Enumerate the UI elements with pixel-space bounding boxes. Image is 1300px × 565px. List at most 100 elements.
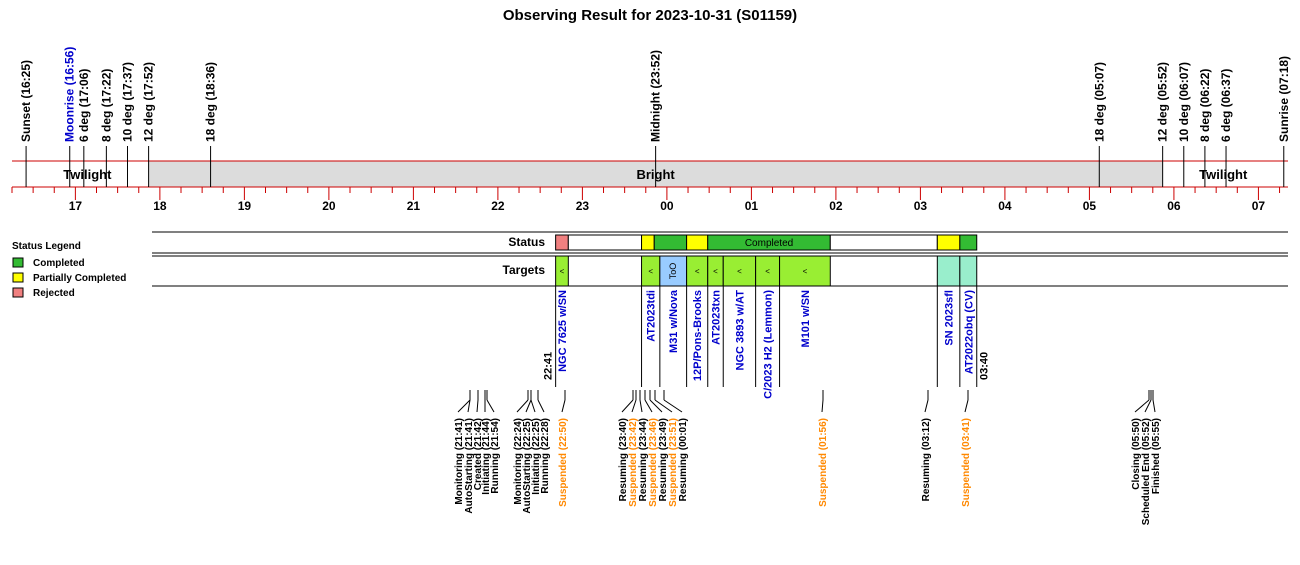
log-event-label-1: AutoStarting (21:41): [464, 418, 475, 514]
sky-event-label-5: 12 deg (17:52): [142, 62, 156, 142]
target-name-8: SN 2023sfl: [944, 290, 956, 346]
status-segment-label-5: Completed: [745, 238, 793, 249]
target-name-7: M101 w/SN: [800, 290, 812, 348]
status-row-label: Status: [508, 235, 545, 249]
axis-tick-label: 00: [660, 199, 674, 213]
axis-tick-label: 05: [1083, 199, 1097, 213]
axis-tick-label: 04: [998, 199, 1012, 213]
log-event-connector-20: [1134, 399, 1150, 413]
log-event-label-11: Suspended (23:42): [628, 418, 639, 507]
targets-row-label: Targets: [503, 263, 546, 277]
sky-event-label-12: 6 deg (06:37): [1219, 69, 1233, 142]
axis-tick-label: 07: [1252, 199, 1266, 213]
log-event-label-15: Suspended (23:51): [668, 418, 679, 507]
target-name-2: M31 w/Nova: [668, 289, 680, 353]
target-marker-2: ToO: [668, 263, 678, 280]
sky-event-label-10: 10 deg (06:07): [1177, 62, 1191, 142]
axis-tick-label: 19: [238, 199, 252, 213]
log-event-label-7: Initiating (22:25): [531, 418, 542, 495]
sky-event-label-11: 8 deg (06:22): [1198, 69, 1212, 142]
target-segment-8: [936, 255, 961, 287]
status-segment-3: [653, 234, 688, 251]
sky-events-layer: Sunset (16:25)Moonrise (16:56)6 deg (17:…: [19, 47, 1291, 187]
log-event-label-8: Running (22:28): [540, 418, 551, 494]
target-segment-9: [959, 255, 978, 287]
status-segment-2: [641, 234, 655, 251]
status-segment-8: [959, 234, 978, 251]
log-event-label-9: Suspended (22:50): [558, 418, 569, 507]
log-event-connector-1: [467, 399, 471, 413]
log-event-label-19: Suspended (03:41): [961, 418, 972, 507]
log-event-connector-22: [1152, 399, 1156, 413]
log-event-connector-7: [530, 399, 536, 413]
target-marker-1: <: [648, 267, 653, 276]
target-name-9: AT2022obq (CV): [963, 290, 975, 374]
log-event-connector-9: [561, 399, 566, 413]
target-segment-7: [779, 255, 831, 287]
legend-label-2: Rejected: [33, 288, 75, 299]
sky-band-2: [1162, 161, 1284, 187]
log-event-connector-11: [631, 399, 637, 413]
axis-tick-label: 03: [914, 199, 928, 213]
sky-event-label-9: 12 deg (05:52): [1156, 62, 1170, 142]
legend-swatch-1: [12, 272, 24, 283]
log-event-label-6: AutoStarting (22:25): [522, 418, 533, 514]
axis-tick-label: 23: [576, 199, 590, 213]
log-event-connector-13: [644, 399, 653, 413]
axis-tick-label: 21: [407, 199, 421, 213]
log-event-label-22: Finished (05:55): [1151, 418, 1162, 494]
legend-label-0: Completed: [33, 258, 85, 269]
legend-title: Status Legend: [12, 241, 81, 252]
status-segment-7: [936, 234, 961, 251]
target-window-start: 22:41: [543, 352, 555, 380]
log-event-label-10: Resuming (23:40): [618, 418, 629, 501]
log-event-label-3: Initiating (21:44): [481, 418, 492, 495]
log-event-connector-5: [516, 399, 529, 413]
legend-label-1: Partially Completed: [33, 273, 126, 284]
target-name-1: AT2023tdi: [646, 290, 658, 342]
log-event-label-20: Closing (05:50): [1131, 418, 1142, 490]
log-event-connector-12: [639, 399, 643, 413]
log-event-connector-15: [654, 399, 673, 413]
log-event-label-5: Monitoring (22:24): [513, 418, 524, 505]
target-marker-5: <: [737, 267, 742, 276]
log-event-label-2: Created (21:42): [473, 418, 484, 490]
log-events-layer: Monitoring (21:41)AutoStarting (21:41)Cr…: [454, 390, 1162, 525]
status-segment-0: [555, 234, 569, 251]
log-event-label-16: Resuming (00:01): [678, 418, 689, 501]
sky-event-label-6: 18 deg (18:36): [204, 62, 218, 142]
target-marker-7: <: [803, 267, 808, 276]
status-segment-6: [829, 234, 938, 251]
axis-tick-label: 20: [322, 199, 336, 213]
log-event-connector-14: [649, 399, 663, 413]
target-name-0: NGC 7625 w/SN: [557, 290, 569, 372]
sky-event-label-13: Sunrise (07:18): [1277, 56, 1291, 142]
target-name-4: AT2023txn: [710, 290, 722, 345]
sky-event-label-4: 10 deg (17:37): [120, 62, 134, 142]
sky-event-label-3: 8 deg (17:22): [99, 69, 113, 142]
axis-tick-label: 06: [1167, 199, 1181, 213]
target-marker-0: <: [560, 267, 565, 276]
status-segment-1: [567, 234, 643, 251]
target-name-5: NGC 3893 w/AT: [734, 290, 746, 371]
log-event-connector-2: [476, 399, 479, 413]
log-event-connector-19: [964, 399, 969, 413]
log-event-connector-4: [486, 399, 495, 413]
log-event-label-4: Running (21:54): [490, 418, 501, 494]
sky-band-label-2: Twilight: [1199, 167, 1248, 182]
legend-swatch-0: [12, 257, 24, 268]
sky-event-label-2: 6 deg (17:06): [77, 69, 91, 142]
axis-tick-label: 01: [745, 199, 759, 213]
status-segments: Completed: [152, 231, 1288, 287]
status-target-rows: Status Targets: [503, 235, 546, 277]
target-window-end: 03:40: [979, 352, 991, 380]
target-segment-5: [722, 255, 757, 287]
log-event-label-17: Suspended (01:56): [818, 418, 829, 507]
sky-event-label-8: 18 deg (05:07): [1092, 62, 1106, 142]
status-segment-4: [686, 234, 709, 251]
axis-tick-label: 18: [153, 199, 167, 213]
